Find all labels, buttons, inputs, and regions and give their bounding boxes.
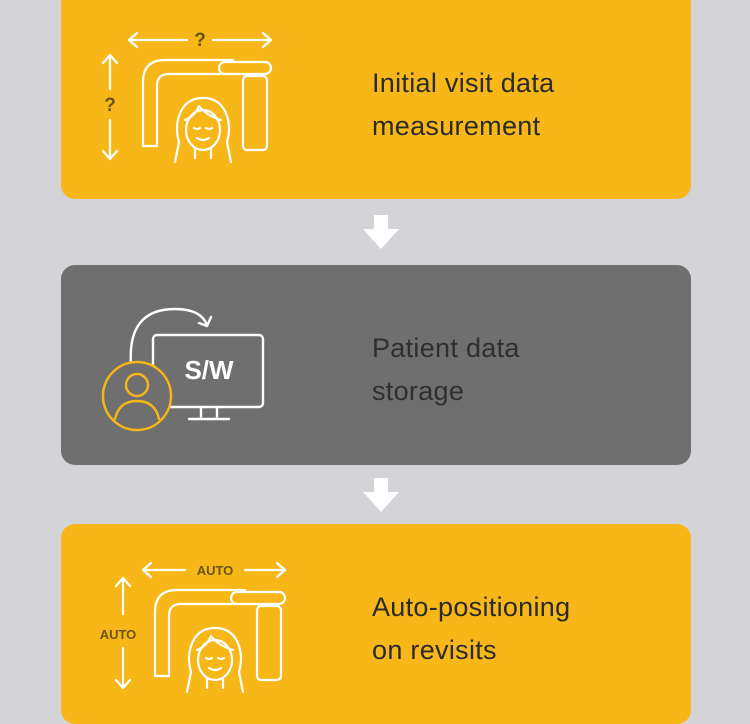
- down-arrow-icon: [363, 478, 399, 512]
- question-mark-horizontal: ?: [194, 30, 206, 51]
- step-label-patient-storage: Patient data storage: [372, 327, 672, 413]
- step-label-line: Patient data: [372, 333, 520, 363]
- step-label-line: on revisits: [372, 635, 497, 665]
- auto-label-horizontal: AUTO: [197, 563, 234, 578]
- step-label-line: Initial visit data: [372, 68, 555, 98]
- step-card-patient-storage: S/W Patient data storage: [61, 265, 691, 465]
- step-label-auto-positioning: Auto-positioning on revisits: [372, 586, 672, 672]
- step-label-initial-measurement: Initial visit data measurement: [372, 62, 672, 148]
- head-positioning-manual-icon: ? ?: [101, 30, 273, 164]
- step-card-initial-measurement: ? ? Initial visit data measurement: [61, 0, 691, 199]
- software-storage-icon: S/W: [101, 307, 265, 432]
- step-label-line: Auto-positioning: [372, 592, 571, 622]
- step-card-auto-positioning: AUTO AUTO Auto-positioning on revisits: [61, 524, 691, 724]
- auto-label-vertical: AUTO: [100, 627, 137, 642]
- head-positioning-auto-icon: AUTO AUTO: [100, 561, 287, 694]
- screen-label: S/W: [184, 355, 234, 385]
- down-arrow-icon: [363, 215, 399, 249]
- step-label-line: measurement: [372, 111, 541, 141]
- step-label-line: storage: [372, 376, 465, 406]
- question-mark-vertical: ?: [104, 95, 116, 116]
